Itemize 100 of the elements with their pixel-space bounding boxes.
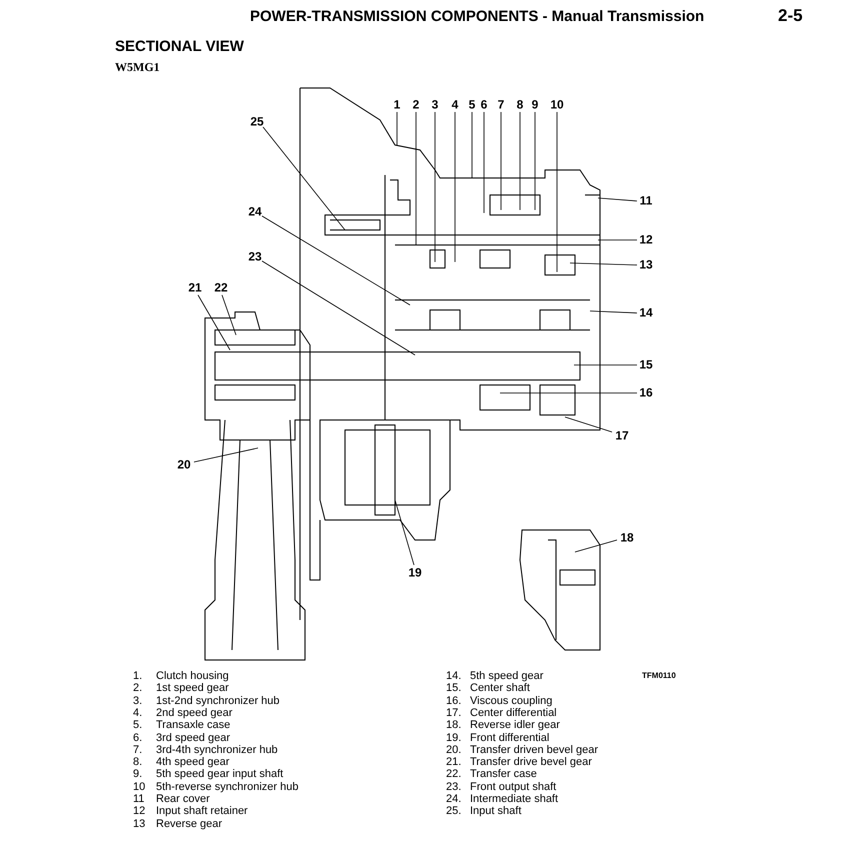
leader-line [590,310,638,314]
callout-number: 16 [639,386,653,400]
part-name: Viscous coupling [470,694,552,707]
part-name: 1st-2nd synchronizer hub [156,694,280,707]
part-name: Transfer driven bevel gear [470,744,598,756]
callout-number: 22 [214,282,228,294]
callout-number: 9 [532,98,538,112]
model-code: W5MG1 [115,60,160,75]
leader-line [574,540,618,552]
section-heading: SECTIONAL VIEW [115,38,244,55]
leader-line [262,126,346,230]
list-number: 25. [446,805,462,818]
list-number: 23. [446,780,462,793]
leader-line [454,112,456,262]
part-name: 3rd-4th synchronizer hub [156,744,278,756]
callout-number: 14 [639,306,653,320]
list-number: 21. [446,756,462,768]
leader-line [262,260,416,356]
part-name: Front differential [470,732,550,744]
part-name: Intermediate shaft [470,793,558,805]
part-name: Input shaft retainer [156,805,248,818]
callout-number: 8 [516,98,524,112]
leader-line [222,294,236,336]
list-number: 19. [446,732,462,744]
list-number: 17. [446,706,462,719]
list-number: 14. [446,670,462,682]
leader-line [534,112,536,210]
callout-number: 10 [550,98,564,112]
callout-number: 6 [480,98,488,112]
callout-number: 12 [639,234,653,246]
list-number: 4. [133,706,142,719]
callout-number: 13 [639,258,653,272]
list-number: 15. [446,682,462,694]
callout-number: 11 [640,194,652,208]
leader-line [500,392,638,394]
leader-line [598,198,638,202]
callout-number: 21 [188,282,202,294]
part-name: Center differential [470,706,557,719]
part-name: Transfer case [470,768,537,780]
part-name: Transfer drive bevel gear [470,756,592,768]
list-number: 16. [446,694,462,707]
callout-number: 7 [498,98,504,112]
list-number: 1. [133,670,142,682]
callout-number: 1 [394,98,400,112]
part-name: Center shaft [470,682,530,694]
leader-line [262,216,410,306]
list-number: 22. [446,768,462,780]
leader-line [396,112,398,146]
part-name: 5th speed gear [470,670,544,682]
list-number: 13 [133,818,146,830]
part-name: Front output shaft [470,780,556,793]
callout-number: 17 [615,430,629,442]
list-number: 9. [133,768,142,780]
callout-number: 18 [620,532,634,544]
list-number: 11 [133,793,144,805]
callout-number: 5 [468,98,476,112]
callout-number: 15 [639,358,653,372]
leader-line [564,416,612,432]
part-name: Clutch housing [156,670,229,682]
callout-number: 19 [408,566,422,580]
callout-number: 3 [432,98,438,112]
list-number: 10 [133,780,146,793]
callout-number: 25 [250,116,264,128]
list-number: 24. [446,793,462,805]
part-name: 5th speed gear input shaft [156,768,284,780]
figure-code: TFM0110 [642,671,676,680]
leader-line [574,364,638,366]
list-number: 2. [133,682,142,694]
callout-number: 2 [412,98,420,112]
list-number: 18. [446,719,462,732]
part-name: 2nd speed gear [156,706,232,719]
page-title: POWER-TRANSMISSION COMPONENTS - Manual Transmission [250,8,704,25]
leader-line [434,112,436,262]
list-number: 8. [133,756,142,768]
part-name: Input shaft [470,805,522,818]
part-name: 5th-reverse synchronizer hub [156,780,298,793]
part-name: Rear cover [156,793,210,805]
page-number: 2-5 [778,6,803,26]
list-number: 6. [133,732,142,744]
list-number: 3. [133,694,142,707]
list-number: 20. [446,744,462,756]
leader-line [556,112,558,272]
callout-number: 20 [177,458,191,472]
leader-line [500,112,502,210]
part-name: 4th speed gear [156,756,230,768]
callout-number: 24 [248,206,262,218]
callout-number: 4 [452,98,458,112]
part-name: 3rd speed gear [156,732,230,744]
part-name: Reverse idler gear [470,719,560,732]
part-name: Transaxle case [156,719,230,732]
part-name: Reverse gear [156,818,222,830]
callout-number: 23 [248,250,262,264]
leader-line [194,448,258,462]
list-number: 12 [133,805,146,818]
leader-line [198,294,230,350]
part-name: 1st speed gear [156,682,229,694]
leader-line [394,500,414,566]
list-number: 5. [133,719,142,732]
leader-line [570,262,638,266]
list-number: 7. [133,744,142,756]
